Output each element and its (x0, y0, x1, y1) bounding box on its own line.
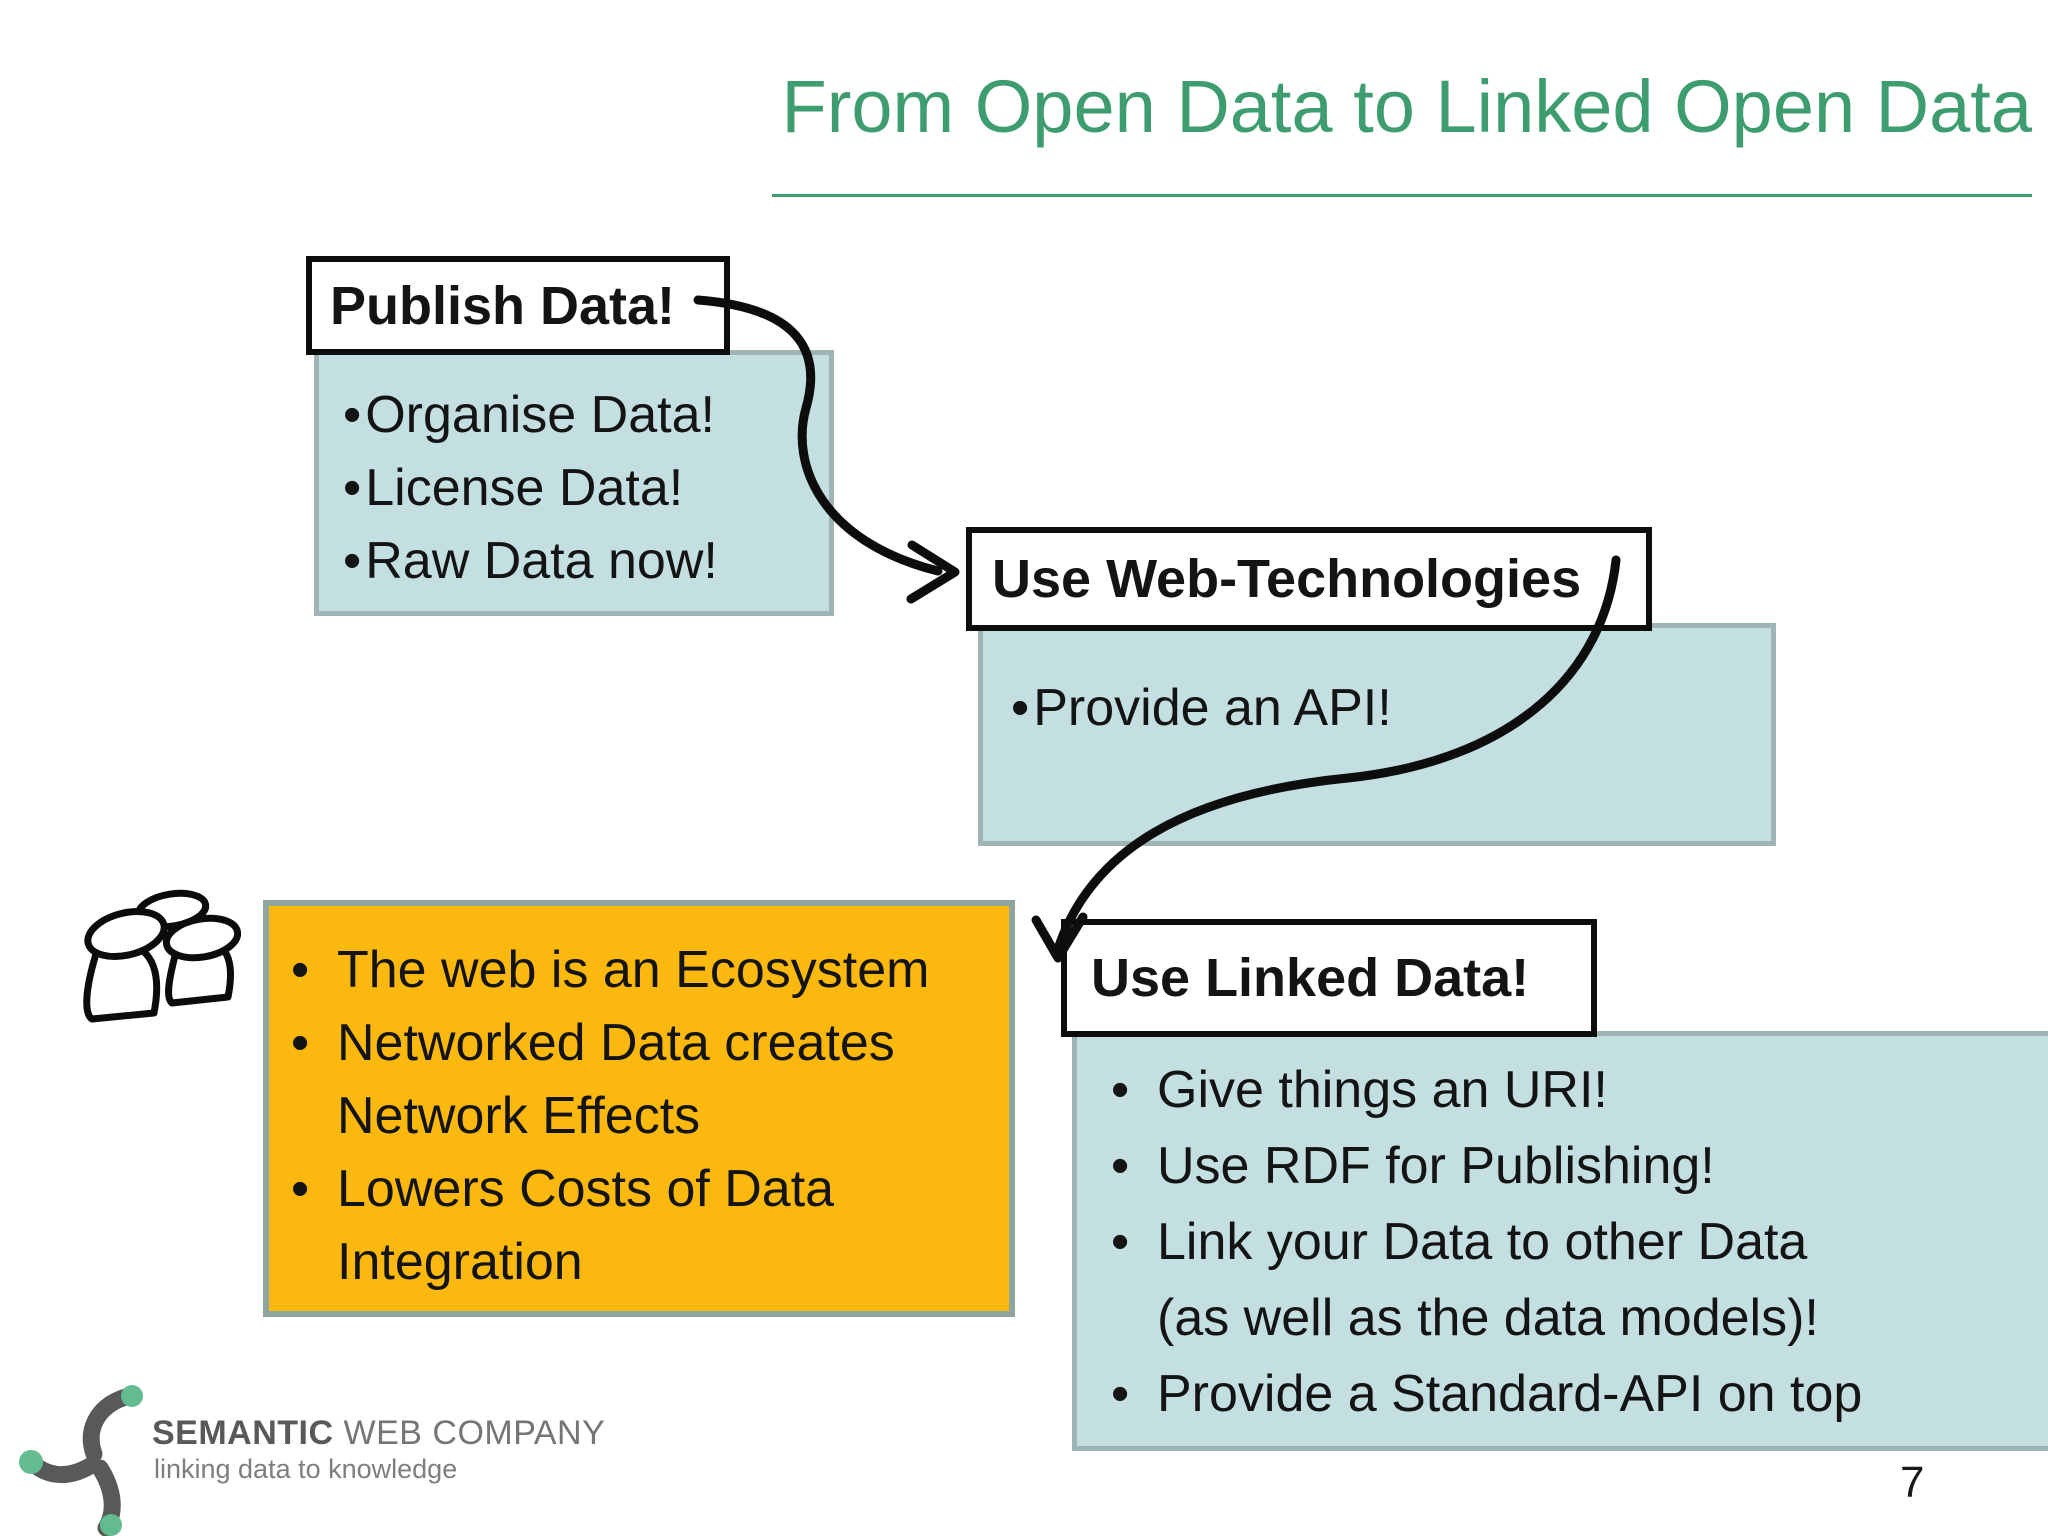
bullet-line: Integration (291, 1226, 1009, 1299)
bullet-glyph: • (1011, 679, 1030, 737)
web-technologies-label-box: Use Web-Technologies (966, 527, 1652, 631)
bullet-line: • Use RDF for Publishing! (1111, 1128, 2048, 1204)
bullet-text: Integration (337, 1233, 583, 1291)
semantic-web-company-logo: SEMANTIC WEB COMPANY linking data to kno… (18, 1382, 638, 1536)
bullet-line: • The web is an Ecosystem (291, 934, 1009, 1007)
bullet-glyph: • (343, 532, 362, 590)
bullet-text: Networked Data creates (337, 1014, 895, 1072)
linked-data-label-box: Use Linked Data! (1061, 919, 1597, 1037)
publish-data-label: Publish Data! (330, 275, 676, 336)
web-technologies-bullets-box: •Provide an API! (978, 623, 1776, 846)
bullet-line: • Give things an URI! (1111, 1052, 2048, 1128)
bullet-line: • Lowers Costs of Data (291, 1153, 1009, 1226)
bullet-glyph: • (1111, 1365, 1130, 1423)
bullet-text: Provide an API! (1033, 679, 1392, 737)
bullet-glyph (1111, 1280, 1157, 1356)
linked-data-bullets-box: • Give things an URI! • Use RDF for Publish… (1072, 1031, 2048, 1451)
slide-title: From Open Data to Linked Open Data (781, 65, 2032, 148)
publish-data-label-box: Publish Data! (306, 256, 730, 355)
people-doodle-icon (83, 889, 242, 1023)
logo-company-name: SEMANTIC WEB COMPANY (152, 1414, 605, 1453)
ecosystem-note-box: • The web is an Ecosystem • Networked Data … (263, 900, 1015, 1317)
bullet-glyph: • (1111, 1137, 1130, 1195)
bullet-line: (as well as the data models)! (1111, 1280, 2048, 1356)
bullet-text: Give things an URI! (1157, 1061, 1608, 1119)
logo-company-name-rest: WEB COMPANY (333, 1414, 606, 1452)
publish-data-bullets-box: •Organise Data!•License Data!•Raw Data n… (314, 350, 834, 616)
bullet-text: Raw Data now! (365, 532, 718, 590)
linked-data-label: Use Linked Data! (1091, 948, 1530, 1008)
bullet-glyph (291, 1080, 337, 1153)
bullet-line: •Provide an API! (1011, 678, 1771, 738)
title-underline (772, 194, 2032, 197)
bullet-line: •Organise Data! (343, 379, 829, 452)
logo-company-name-bold: SEMANTIC (152, 1414, 334, 1452)
bullet-line: • Networked Data creates (291, 1007, 1009, 1080)
bullet-text: Link your Data to other Data (1157, 1213, 1808, 1271)
bullet-text: (as well as the data models)! (1157, 1289, 1819, 1347)
bullet-text: Provide a Standard-API on top (1157, 1365, 1863, 1423)
bullet-text: Use RDF for Publishing! (1157, 1137, 1715, 1195)
logo-tagline: linking data to knowledge (154, 1454, 458, 1484)
arrowhead-right-icon (906, 540, 960, 604)
bullet-line: • Provide a Standard-API on top (1111, 1356, 2048, 1432)
bullet-glyph: • (1111, 1061, 1130, 1119)
bullet-line: •License Data! (343, 452, 829, 525)
bullet-line: Network Effects (291, 1080, 1009, 1153)
bullet-text: Network Effects (337, 1087, 701, 1145)
bullet-text: License Data! (365, 459, 684, 517)
bullet-glyph: • (1111, 1213, 1130, 1271)
bullet-text: Lowers Costs of Data (337, 1160, 835, 1218)
bullet-glyph: • (291, 941, 310, 999)
bullet-glyph: • (291, 1160, 310, 1218)
bullet-glyph (291, 1226, 337, 1299)
bullet-line: •Raw Data now! (343, 525, 829, 598)
bullet-glyph: • (343, 459, 362, 517)
page-number: 7 (1900, 1458, 1925, 1507)
bullet-line: • Link your Data to other Data (1111, 1204, 2048, 1280)
semantic-web-company-logo-icon (19, 1385, 143, 1536)
bullet-text: Organise Data! (365, 386, 715, 444)
bullet-text: The web is an Ecosystem (337, 941, 930, 999)
web-technologies-label: Use Web-Technologies (992, 549, 1582, 609)
bullet-glyph: • (291, 1014, 310, 1072)
bullet-glyph: • (343, 386, 362, 444)
